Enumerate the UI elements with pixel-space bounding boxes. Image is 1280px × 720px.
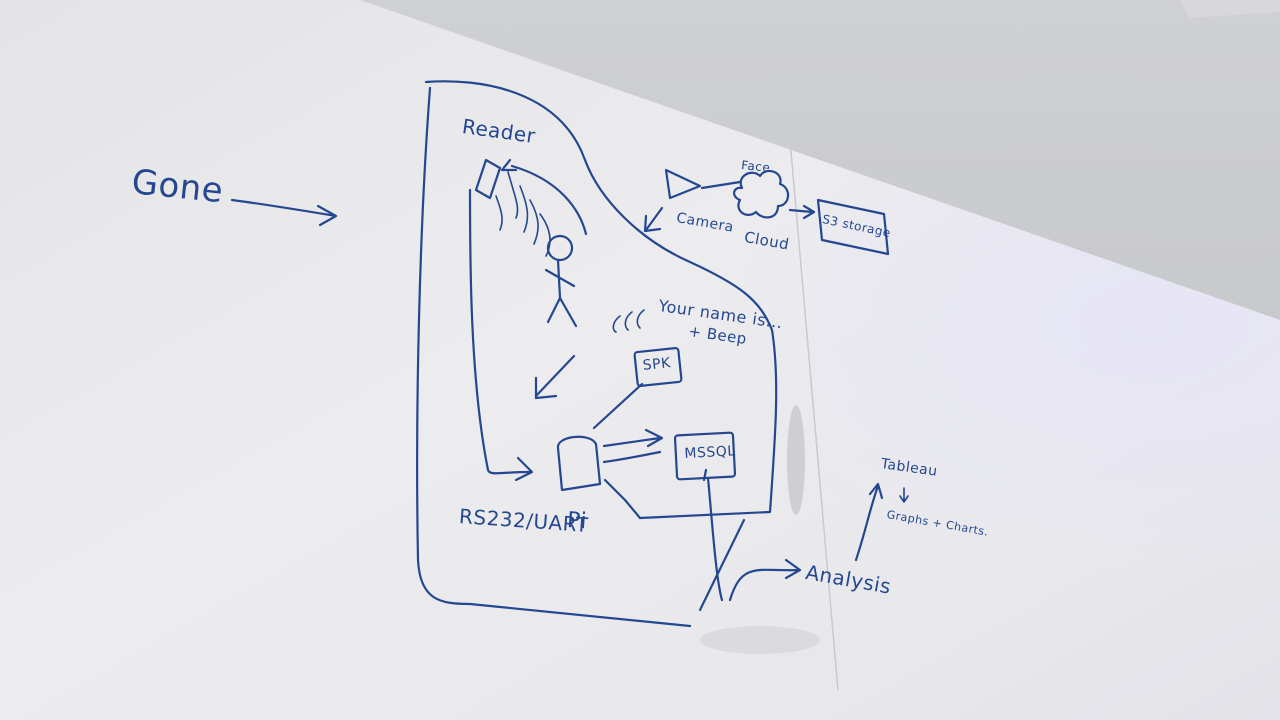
board-seam bbox=[789, 139, 839, 691]
reader-device bbox=[474, 158, 502, 200]
wall-corner bbox=[1180, 0, 1280, 18]
pi-mssql-arrows bbox=[602, 428, 664, 464]
spk-waves bbox=[612, 309, 645, 333]
tableau-down-arrow bbox=[899, 487, 909, 503]
boundary-inner-curve bbox=[603, 478, 642, 520]
camera-icon bbox=[664, 168, 702, 200]
eraser-smudge-bottom bbox=[700, 626, 820, 654]
cloud-icon bbox=[733, 169, 790, 219]
pi-box bbox=[556, 435, 602, 492]
reader-lead bbox=[468, 188, 532, 475]
analysis-arrow bbox=[728, 558, 802, 602]
spk-box bbox=[633, 346, 683, 388]
s3-box bbox=[816, 198, 890, 256]
reader-waves bbox=[495, 171, 551, 257]
person-head bbox=[546, 234, 574, 262]
spk-label: SPK bbox=[642, 355, 672, 374]
mssql-label: MSSQL bbox=[684, 443, 736, 462]
tableau-up-arrow bbox=[854, 482, 884, 562]
face-label: Face bbox=[740, 158, 771, 175]
gone-arrow bbox=[230, 198, 338, 227]
pi-label: Pi bbox=[566, 508, 588, 535]
camera-to-cloud bbox=[700, 180, 742, 190]
system-boundary bbox=[416, 80, 778, 628]
eraser-smudge bbox=[787, 405, 805, 515]
analysis-to-pi-line bbox=[698, 518, 746, 612]
cloud-to-s3-arrow bbox=[788, 204, 816, 220]
reader-arrow-head bbox=[514, 456, 534, 482]
mssql-box bbox=[673, 431, 737, 481]
mssql-analysis-line bbox=[702, 468, 724, 602]
pi-spk-line bbox=[592, 382, 644, 430]
person-body bbox=[544, 258, 578, 328]
camera-arrow bbox=[643, 206, 664, 233]
down-arrow bbox=[534, 354, 576, 400]
reader-arc-arrow bbox=[500, 158, 588, 236]
